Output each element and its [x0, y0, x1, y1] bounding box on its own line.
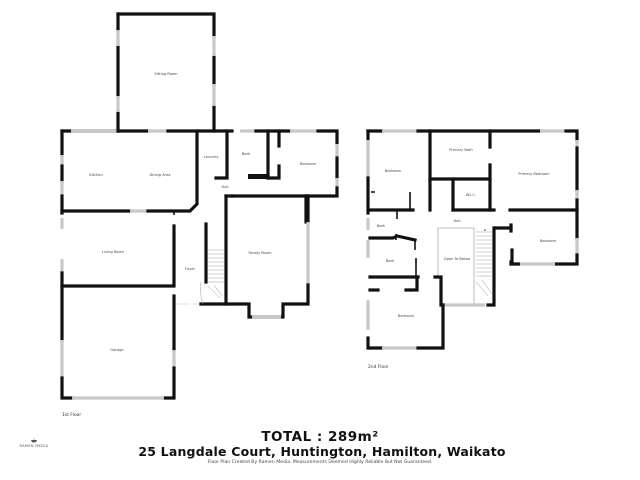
room-label-family-room: Family Room	[249, 251, 272, 255]
bath-fixture	[248, 174, 268, 179]
room-label-wic: W.I.C.	[466, 193, 476, 197]
open-to-below: Open To Below	[433, 227, 485, 307]
room-label-bath-2f-b: Bath	[386, 259, 394, 263]
room-label-primary-bath: Primary Bath	[449, 148, 472, 152]
room-label-bath-2f-a: Bath	[377, 224, 385, 228]
floor-label-1st: 1st Floor	[62, 412, 81, 418]
room-label-hall-1f: Hall	[222, 185, 229, 189]
property-address: 25 Langdale Court, Huntington, Hamilton,…	[138, 444, 506, 459]
staircase-1f	[199, 194, 228, 306]
sitting-room: Sitting Room	[116, 12, 216, 133]
room-label-bedroom-1f: Bedroom	[300, 162, 317, 166]
room-label-laundry: Laundry	[204, 155, 220, 159]
room-label-sitting-room: Sitting Room	[154, 72, 178, 76]
room-label-primary-bedroom: Primary Bedroom	[518, 172, 550, 176]
total-area: TOTAL : 289m²	[261, 429, 379, 445]
room-label-dining-area: Dining Area	[149, 173, 170, 177]
first-floor-plan: Sitting Room Kitchen Dining Area	[60, 12, 339, 418]
ramen-media-logo: RAMEN MEDIA	[14, 438, 54, 448]
room-label-bedroom-2f-a: Bedroom	[385, 169, 402, 173]
room-label-foyer: Foyer	[185, 267, 195, 271]
room-label-open-to-below: Open To Below	[444, 257, 471, 261]
second-floor-plan: Bedroom Primary Bath W.I.C. Primary Bedr…	[366, 129, 579, 370]
room-label-garage: Garage	[110, 348, 124, 352]
room-label-bedroom-2f-c: Bedroom	[398, 314, 415, 318]
room-label-hall-2f: Hall	[454, 219, 461, 223]
ramen-bowl-icon	[31, 438, 37, 443]
logo-text: RAMEN MEDIA	[19, 444, 49, 448]
room-label-living-room: Living Room	[102, 250, 125, 254]
room-label-kitchen: Kitchen	[89, 173, 103, 177]
floor-label-2nd: 2nd Floor	[368, 364, 389, 370]
disclaimer: Floor Plan Created By Ramen Media. Measu…	[207, 460, 433, 465]
staircase-2f	[475, 226, 513, 307]
room-label-bath: Bath	[242, 152, 250, 156]
room-label-bedroom-2f-b: Bedroom	[540, 239, 557, 243]
